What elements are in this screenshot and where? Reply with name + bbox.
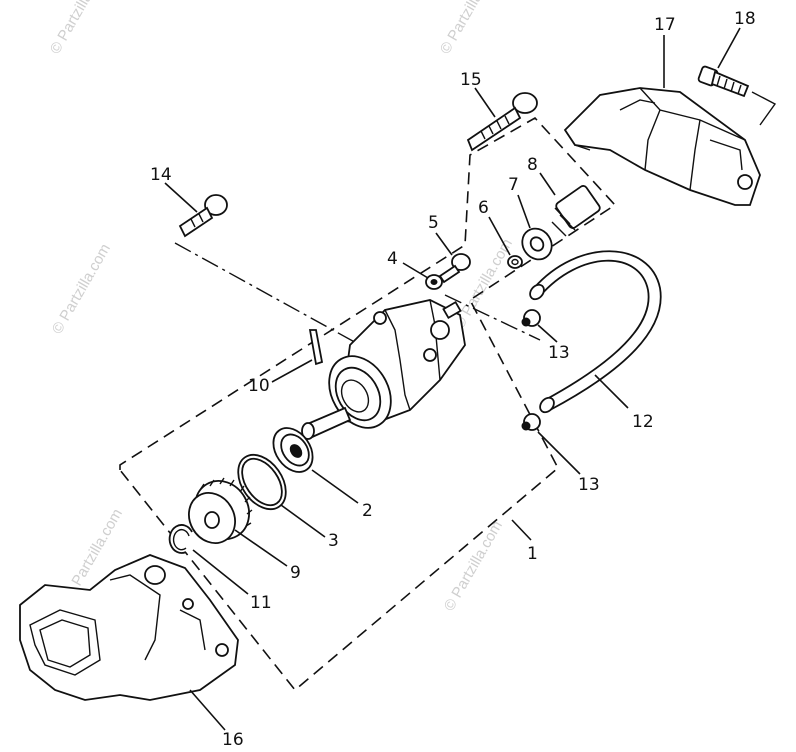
- callout-15: 15: [460, 70, 482, 90]
- callout-6: 6: [478, 198, 489, 218]
- callout-14: 14: [150, 165, 172, 185]
- assembly-outline: [119, 116, 617, 692]
- washer-6-icon: [507, 255, 523, 269]
- callout-7: 7: [508, 175, 519, 195]
- clip-13-upper-icon: [521, 309, 541, 327]
- screw-18-icon: [697, 65, 777, 126]
- callout-5: 5: [428, 213, 439, 233]
- cover-16-icon: [19, 554, 239, 701]
- leader-lines: [164, 27, 741, 731]
- callout-1: 1: [527, 544, 538, 564]
- callout-11: 11: [250, 593, 272, 613]
- plug-8-icon: [551, 185, 601, 237]
- callout-8: 8: [527, 155, 538, 175]
- watermark-text: © Partzilla.com: [47, 0, 112, 57]
- bolt-14-icon: [178, 194, 228, 238]
- watermark-text: © Partzilla.com: [441, 518, 506, 614]
- watermark-text: © Partzilla.com: [49, 241, 114, 337]
- washer-4-icon: [425, 274, 443, 290]
- bracket-17-icon: [563, 87, 761, 206]
- callouts: 1 2 3 4 5 6 7 8 9 10 11 12 13 13 14 15 1…: [150, 9, 756, 750]
- callout-18: 18: [734, 9, 756, 29]
- bearing-2-icon: [272, 427, 314, 473]
- callout-3: 3: [328, 531, 339, 551]
- washer-7-icon: [521, 227, 553, 261]
- callout-9: 9: [290, 563, 301, 583]
- o-ring-3-icon: [237, 453, 287, 511]
- callout-17: 17: [654, 15, 676, 35]
- gear-9-icon: [188, 477, 253, 544]
- callout-13-lower: 13: [578, 475, 600, 495]
- watermark-text: © Partzilla.com: [437, 0, 502, 57]
- callout-12: 12: [632, 412, 654, 432]
- callout-10: 10: [248, 376, 270, 396]
- callout-4: 4: [387, 249, 398, 269]
- callout-2: 2: [362, 501, 373, 521]
- bolt-5-icon: [438, 253, 471, 284]
- bolt-15-icon: [466, 92, 538, 152]
- callout-13-upper: 13: [548, 343, 570, 363]
- oil-pump-body-icon: [301, 299, 466, 440]
- centerlines: [174, 242, 541, 346]
- callout-16: 16: [222, 730, 244, 750]
- clip-13-lower-icon: [521, 413, 541, 431]
- circlip-11-icon: [168, 524, 193, 554]
